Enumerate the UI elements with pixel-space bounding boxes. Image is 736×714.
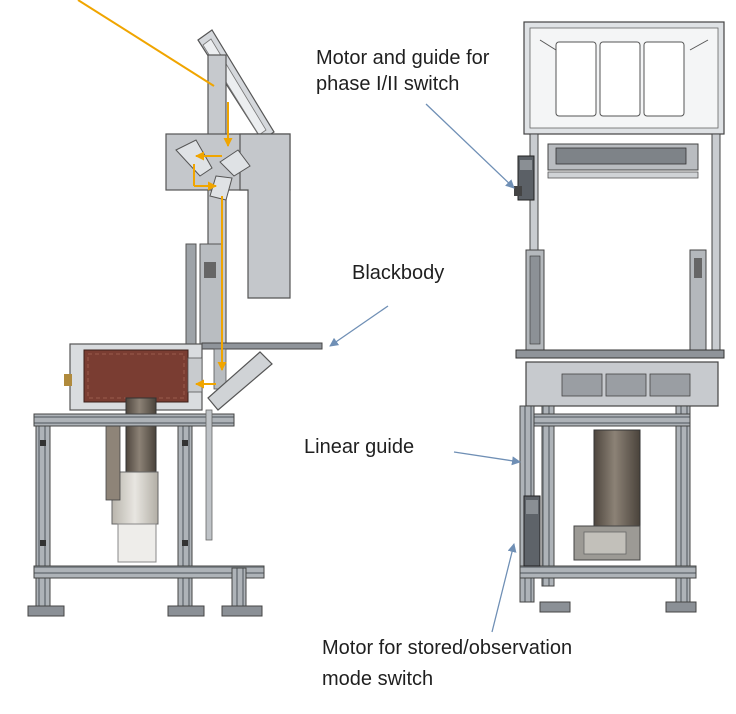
front-view-assembly (514, 21, 725, 613)
right-post (711, 133, 721, 351)
arrow-linear-guide (453, 451, 521, 466)
optical-beam-path (77, 0, 233, 389)
switch-box (165, 133, 291, 299)
mid-box (525, 361, 719, 407)
phase-switch-motor (514, 155, 535, 201)
mode-switch-cylinder (573, 429, 641, 561)
label-linear-guide: Linear guide (304, 436, 415, 458)
stored-observation-motor (523, 495, 541, 567)
callout-arrows (329, 103, 521, 633)
label-blackbody: Blackbody (352, 262, 445, 284)
motor-cylinder (105, 397, 159, 563)
arrow-stored-mode-motor (491, 543, 517, 633)
arrow-blackbody (329, 305, 389, 347)
label-motor-guide-line2: phase I/II switch (316, 73, 460, 95)
top-window-frame (523, 21, 725, 135)
lower-mirror (207, 351, 273, 411)
shelf-plate (515, 349, 725, 359)
label-motor-mode-line2: mode switch (322, 668, 434, 690)
label-motor-guide-line1: Motor and guide for (316, 47, 490, 69)
linear-guide-column (525, 249, 707, 351)
support-frame (27, 409, 265, 617)
arrow-motor-guide (425, 103, 515, 189)
label-motor-mode-line1: Motor for stored/observation (322, 637, 573, 659)
mirror-bar (547, 143, 699, 179)
side-view-assembly (27, 0, 323, 617)
